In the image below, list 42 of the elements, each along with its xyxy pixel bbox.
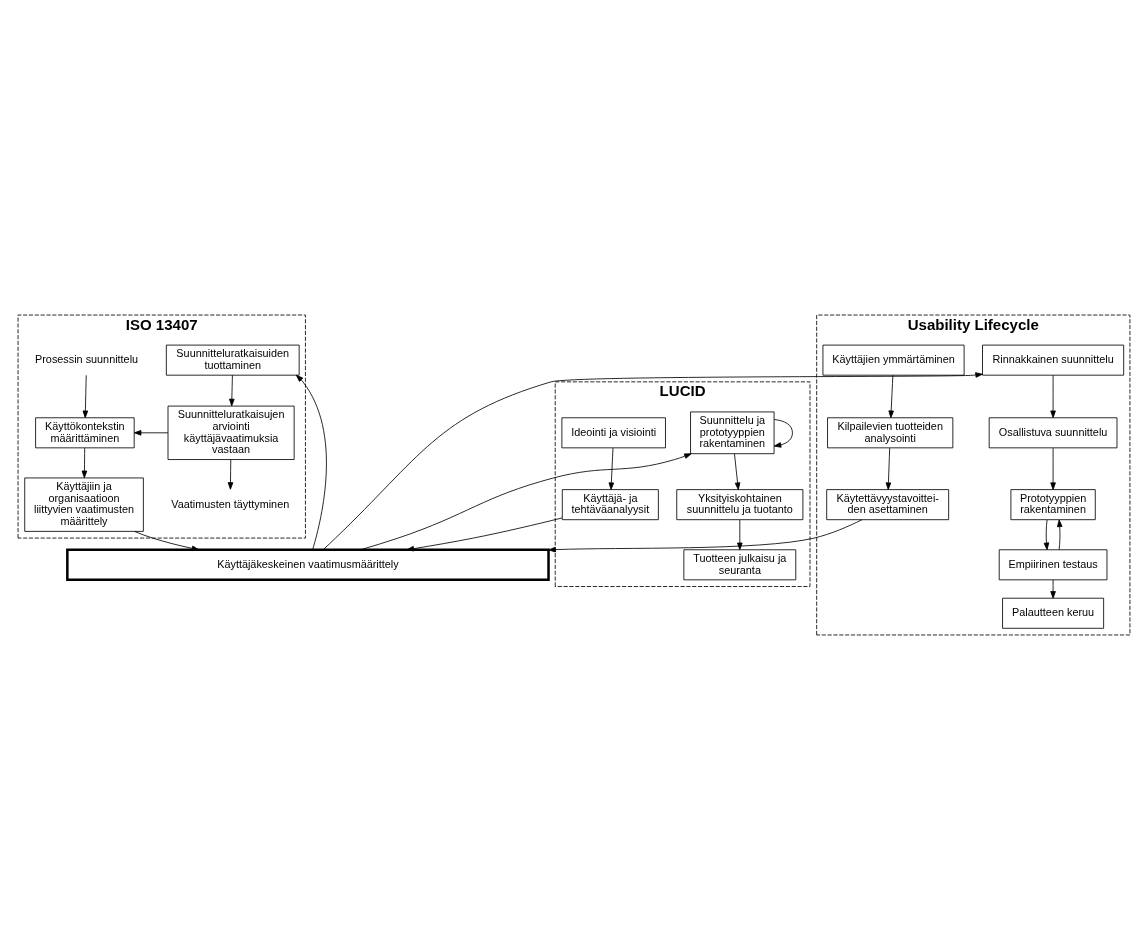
node-box: Prototyyppien rakentaminen <box>1010 489 1096 521</box>
arrow <box>737 519 743 551</box>
arrow <box>323 372 983 550</box>
node-box: Käyttäjäkeskeinen vaatimusmäärittely <box>66 548 550 582</box>
node-box: Rinnakkainen suunnittelu <box>982 344 1125 376</box>
arrow <box>82 374 89 419</box>
arrow <box>608 447 615 490</box>
arrow <box>1057 519 1063 551</box>
arrow <box>773 419 793 448</box>
arrow <box>295 374 327 550</box>
node-text: Vaatimusten täyttyminen <box>171 497 290 510</box>
node-box: Yksityiskohtainen suunnittelu ja tuotanto <box>676 489 804 521</box>
arrow <box>1050 579 1056 599</box>
node-box: Suunnitteluratkaisujen arviointi käyttäjävaatimuksia vastaan <box>167 405 295 460</box>
arrow <box>888 374 894 419</box>
node-box: Käyttökontekstin määrittäminen <box>35 417 135 449</box>
node-box: Käytettävyystavoittei- den asettaminen <box>826 489 950 521</box>
arrow <box>229 374 235 407</box>
node-box: Kilpailevien tuotteiden analysointi <box>827 417 954 449</box>
arrow <box>133 430 169 436</box>
node-box: Suunnittelu ja prototyyppien rakentaminen <box>690 411 775 455</box>
node-text: Prosessin suunnittelu <box>35 352 139 365</box>
arrow <box>360 453 692 551</box>
arrow <box>134 531 200 552</box>
node-box: Käyttäjiin ja organisaatioon liittyvien vaatimusten määrittely <box>24 477 144 532</box>
node-box: Suunnitteluratkaisuiden tuottaminen <box>165 344 300 376</box>
arrow <box>406 517 563 552</box>
node-box: Käyttäjien ymmärtäminen <box>822 344 965 376</box>
arrow <box>1043 519 1050 551</box>
node-box: Empiirinen testaus <box>998 549 1108 581</box>
arrow <box>885 447 892 490</box>
node-box: Käyttäjä- ja tehtäväanalyysit <box>561 489 659 521</box>
arrow <box>734 453 741 490</box>
node-box: Palautteen keruu <box>1002 597 1105 629</box>
arrow <box>227 459 234 490</box>
node-box: Osallistuva suunnittelu <box>988 417 1118 449</box>
node-box: Tuotteen julkaisu ja seuranta <box>683 549 797 581</box>
arrow <box>548 519 863 553</box>
arrow <box>81 447 88 479</box>
arrow <box>1050 374 1056 419</box>
arrow <box>1050 447 1056 490</box>
node-box: Ideointi ja visiointi <box>561 417 666 449</box>
